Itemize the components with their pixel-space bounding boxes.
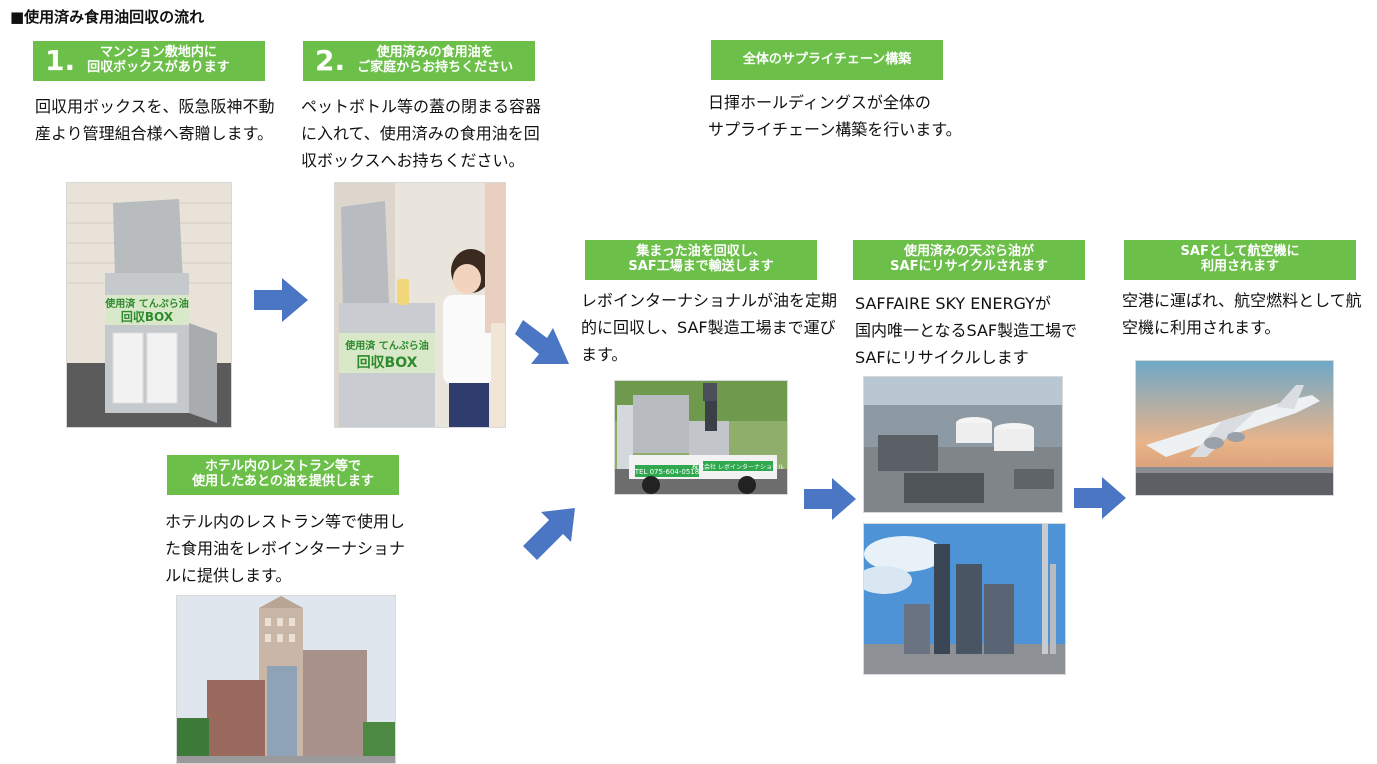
- step2-label-line2: ご家庭からお持ちください: [357, 60, 514, 75]
- aviation-label: SAFとして航空機に利用されます: [1124, 240, 1356, 280]
- flow-arrow-right-2: [804, 478, 856, 520]
- hotel-label-line2: 使用したあとの油を提供します: [192, 474, 374, 489]
- step2-description: ペットボトル等の蓋の閉まる容器に入れて、使用済みの食用油を回収ボックスへお持ちく…: [301, 97, 542, 170]
- step1-label-line2: 回収ボックスがあります: [87, 60, 230, 75]
- step2-number: 2.: [315, 43, 346, 77]
- recycle-desc-line3: SAFにリサイクルします: [855, 348, 1029, 367]
- hotel-label-line1: ホテル内のレストラン等で: [204, 459, 361, 475]
- collection-box-photo: 使用済 てんぷら油 回収BOX: [66, 182, 232, 428]
- step1-number: 1.: [45, 43, 76, 77]
- flow-arrow-down-right: [515, 320, 571, 370]
- flow-arrow-right-3: [1074, 477, 1126, 519]
- step1-label-line1: マンション敷地内に: [99, 45, 217, 61]
- saf-plant-aerial-photo: [863, 376, 1063, 513]
- supply-chain-description: 日揮ホールディングスが全体の サプライチェーン構築を行います。: [708, 89, 1008, 143]
- page-title: ■使用済み食用油回収の流れ: [10, 8, 205, 26]
- airplane-takeoff-photo: [1135, 360, 1334, 496]
- step2-label-line1: 使用済みの食用油を: [376, 45, 494, 61]
- collect-description: レボインターナショナルが油を定期的に回収し、SAF製造工場まで運びます。: [581, 291, 838, 364]
- flow-arrow-up-right: [523, 506, 577, 560]
- svg-text:使用済 てんぷら油: 使用済 てんぷら油: [344, 339, 428, 352]
- svg-text:回収BOX: 回収BOX: [357, 354, 418, 371]
- recycle-label-line1: 使用済みの天ぷら油が: [903, 244, 1034, 260]
- step1-label: 1. マンション敷地内に回収ボックスがあります: [33, 41, 265, 81]
- flow-arrow-right-1: [254, 278, 308, 322]
- recycle-desc-line2: 国内唯一となるSAF製造工場で: [855, 321, 1078, 340]
- aviation-description: 空港に運ばれ、航空燃料として航空機に利用されます。: [1122, 291, 1362, 337]
- recycle-desc-line1: SAFFAIRE SKY ENERGYが: [855, 294, 1051, 313]
- saf-plant-tower-photo: [863, 523, 1066, 675]
- supply-desc-line2: サプライチェーン構築を行います。: [708, 120, 962, 139]
- collect-label: 集まった油を回収し、SAF工場まで輸送します: [585, 240, 817, 280]
- collection-truck-photo: TEL 075-604-0518 株式会社 レボインターナショナル: [614, 380, 788, 495]
- step1-description: 回収用ボックスを、阪急阪神不動産より管理組合様へ寄贈します。: [35, 97, 275, 143]
- collect-label-line1: 集まった油を回収し、: [636, 244, 766, 260]
- hotel-building-photo: [176, 595, 396, 764]
- hotel-label: ホテル内のレストラン等で使用したあとの油を提供します: [167, 455, 399, 495]
- supply-desc-line1: 日揮ホールディングスが全体の: [708, 93, 931, 112]
- child-pouring-oil-photo: 使用済 てんぷら油 回収BOX: [334, 182, 506, 428]
- recycle-description: SAFFAIRE SKY ENERGYが 国内唯一となるSAF製造工場で SAF…: [855, 290, 1125, 371]
- box-sign-line1: 使用済 てんぷら油: [104, 297, 188, 310]
- recycle-label-line2: SAFにリサイクルされます: [890, 259, 1048, 274]
- supply-chain-label: 全体のサプライチェーン構築: [711, 40, 943, 80]
- hotel-description: ホテル内のレストラン等で使用した食用油をレボインターナショナルに提供します。: [165, 512, 406, 585]
- truck-phone-text: TEL 075-604-0518: [634, 468, 699, 476]
- truck-company-text: 株式会社 レボインターナショナル: [692, 463, 784, 471]
- collect-label-line2: SAF工場まで輸送します: [628, 259, 774, 274]
- box-sign-line2: 回収BOX: [121, 310, 174, 324]
- supply-chain-label-text: 全体のサプライチェーン構築: [742, 51, 912, 67]
- step2-label: 2. 使用済みの食用油をご家庭からお持ちください: [303, 41, 535, 81]
- aviation-label-line1: SAFとして航空機に: [1180, 244, 1300, 260]
- aviation-label-line2: 利用されます: [1200, 259, 1279, 274]
